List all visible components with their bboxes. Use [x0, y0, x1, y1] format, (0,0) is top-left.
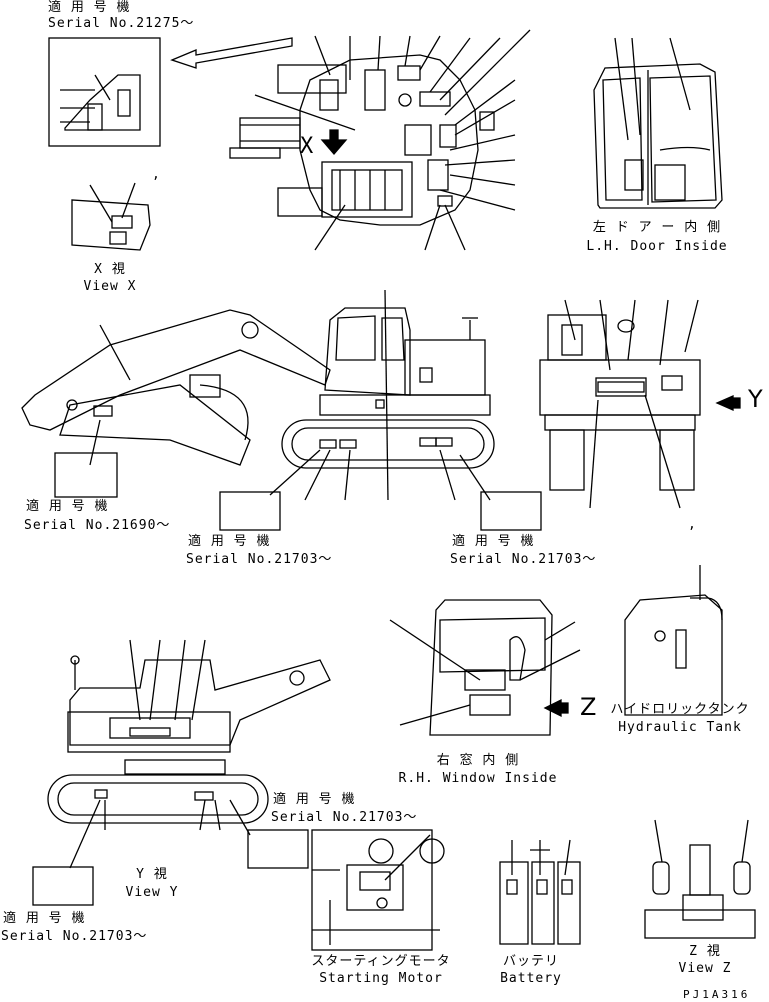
comma-mark-2: , — [688, 517, 697, 532]
marker-y: Y — [748, 385, 763, 413]
view-z-jp: Z 視 — [689, 944, 721, 959]
lh-door-en: L.H. Door Inside — [586, 239, 728, 254]
battery-drawing — [499, 839, 581, 945]
lh-door-drawing — [593, 37, 723, 209]
hydraulic-tank-en: Hydraulic Tank — [618, 720, 742, 735]
plan-view-machine — [229, 29, 531, 251]
excavator-side-view — [21, 289, 542, 531]
view-x-jp: X 視 — [94, 262, 126, 277]
starting-motor-drawing — [311, 829, 445, 951]
serial-en-5: Serial No.21703～ — [271, 810, 418, 825]
arrow-to-inset — [170, 37, 293, 69]
view-y-en: View Y — [125, 885, 179, 900]
serial-en-3: Serial No.21703～ — [186, 552, 333, 567]
serial-jp-5: 適 用 号 機 — [273, 792, 356, 807]
view-y-jp: Y 視 — [136, 867, 168, 882]
serial-jp-2: 適 用 号 機 — [26, 499, 109, 514]
serial-jp-6: 適 用 号 機 — [3, 911, 86, 926]
starting-motor-en: Starting Motor — [319, 971, 443, 986]
serial-jp-1: 適 用 号 機 — [48, 0, 131, 15]
view-z-en: View Z — [678, 961, 732, 976]
rh-window-drawing — [389, 599, 581, 736]
battery-jp: バッテリ — [502, 954, 560, 969]
serial-en-6: Serial No.21703～ — [1, 929, 148, 944]
inset-cab-detail — [48, 37, 161, 147]
serial-en-2: Serial No.21690～ — [24, 518, 171, 533]
rh-window-en: R.H. Window Inside — [398, 771, 558, 786]
drawing-code: PJ1A316 — [683, 988, 751, 1001]
marker-x: X — [300, 134, 314, 159]
battery-en: Battery — [500, 971, 562, 986]
hydraulic-tank-jp: ハイドロリックタンク — [610, 702, 750, 717]
marker-z: Z — [580, 693, 597, 721]
starting-motor-jp: スターティングモータ — [311, 954, 451, 969]
serial-jp-3: 適 用 号 機 — [188, 534, 271, 549]
hydraulic-tank-drawing — [624, 565, 723, 716]
serial-en-1: Serial No.21275～ — [48, 16, 195, 31]
rh-window-jp: 右 窓 内 側 — [436, 753, 520, 768]
rear-view-machine — [539, 299, 741, 509]
view-x-sketch — [71, 182, 151, 251]
serial-jp-4: 適 用 号 機 — [452, 534, 535, 549]
view-x-en: View X — [83, 279, 137, 294]
comma-mark-1: , — [152, 167, 161, 182]
lh-door-jp: 左 ド ア ー 内 側 — [592, 220, 722, 235]
serial-en-4: Serial No.21703～ — [450, 552, 597, 567]
view-y-machine — [32, 639, 331, 906]
view-z-drawing — [644, 819, 756, 939]
